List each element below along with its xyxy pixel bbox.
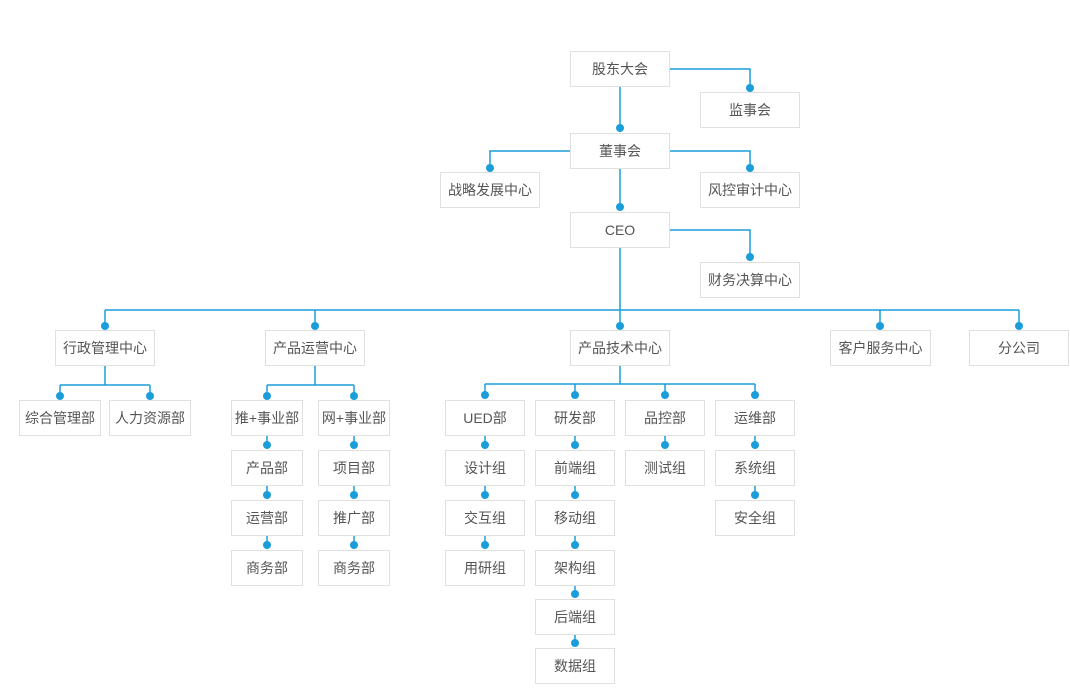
node-mobile-team: 移动组 bbox=[535, 500, 615, 536]
node-risk-audit-center: 风控审计中心 bbox=[700, 172, 800, 208]
node-shareholders: 股东大会 bbox=[570, 51, 670, 87]
node-wang-business-dept: 商务部 bbox=[318, 550, 390, 586]
node-qc-dept: 品控部 bbox=[625, 400, 705, 436]
node-general-dept: 综合管理部 bbox=[19, 400, 101, 436]
node-operation-center: 产品运营中心 bbox=[265, 330, 365, 366]
node-tui-business-dept: 商务部 bbox=[231, 550, 303, 586]
node-tech-center: 产品技术中心 bbox=[570, 330, 670, 366]
node-strategy-center: 战略发展中心 bbox=[440, 172, 540, 208]
node-wang-division: 网+事业部 bbox=[318, 400, 390, 436]
node-customer-center: 客户服务中心 bbox=[830, 330, 931, 366]
node-system-team: 系统组 bbox=[715, 450, 795, 486]
node-user-research-team: 用研组 bbox=[445, 550, 525, 586]
node-architecture-team: 架构组 bbox=[535, 550, 615, 586]
node-backend-team: 后端组 bbox=[535, 599, 615, 635]
node-operating-dept: 运营部 bbox=[231, 500, 303, 536]
node-promotion-dept: 推广部 bbox=[318, 500, 390, 536]
node-frontend-team: 前端组 bbox=[535, 450, 615, 486]
node-admin-center: 行政管理中心 bbox=[55, 330, 155, 366]
node-finance-center: 财务决算中心 bbox=[700, 262, 800, 298]
node-ued-dept: UED部 bbox=[445, 400, 525, 436]
node-test-team: 测试组 bbox=[625, 450, 705, 486]
node-ops-dept: 运维部 bbox=[715, 400, 795, 436]
node-design-team: 设计组 bbox=[445, 450, 525, 486]
node-hr-dept: 人力资源部 bbox=[109, 400, 191, 436]
node-data-team: 数据组 bbox=[535, 648, 615, 684]
node-interaction-team: 交互组 bbox=[445, 500, 525, 536]
node-branch-company: 分公司 bbox=[969, 330, 1069, 366]
node-project-dept: 项目部 bbox=[318, 450, 390, 486]
node-product-dept: 产品部 bbox=[231, 450, 303, 486]
junction-dots bbox=[56, 84, 1023, 647]
node-tui-division: 推+事业部 bbox=[231, 400, 303, 436]
node-rd-dept: 研发部 bbox=[535, 400, 615, 436]
node-ceo: CEO bbox=[570, 212, 670, 248]
node-supervisory-board: 监事会 bbox=[700, 92, 800, 128]
node-board-of-directors: 董事会 bbox=[570, 133, 670, 169]
node-security-team: 安全组 bbox=[715, 500, 795, 536]
